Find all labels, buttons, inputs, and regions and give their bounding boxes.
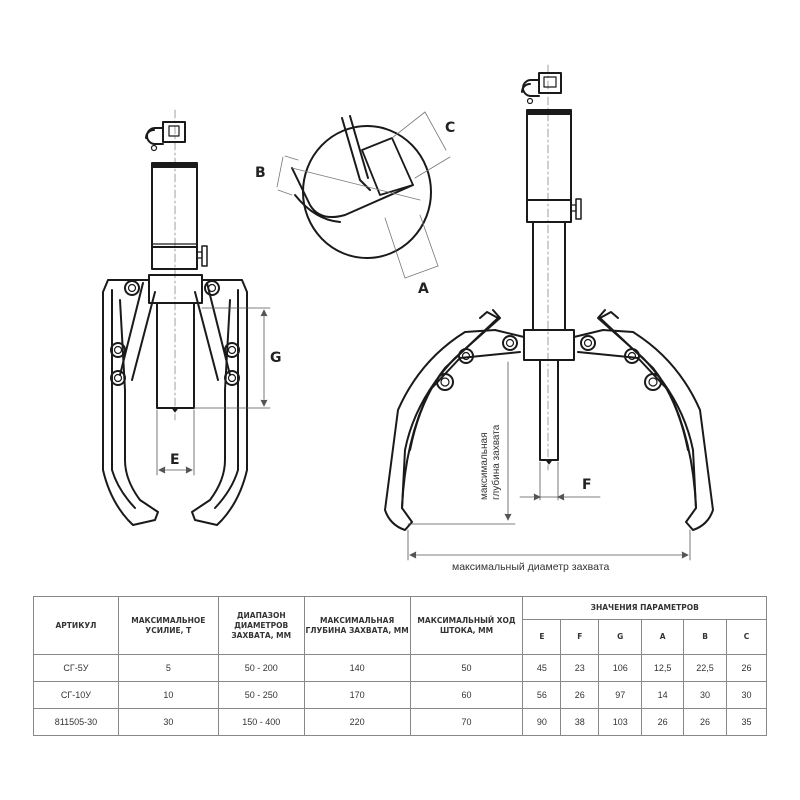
header-param-b: B: [683, 619, 728, 655]
cell-param-a: 14: [641, 681, 685, 709]
cell-param-f: 23: [560, 654, 600, 682]
cell-param-f: 38: [560, 708, 600, 736]
cell-param-e: 90: [522, 708, 562, 736]
header-param-f: F: [560, 619, 600, 655]
cell-param-e: 45: [522, 654, 562, 682]
cell-max-force: 30: [117, 708, 219, 736]
cell-param-b: 26: [683, 708, 728, 736]
cell-param-f: 26: [560, 681, 600, 709]
right-dimensions: [407, 361, 691, 561]
cell-max-depth: 140: [303, 654, 411, 682]
cell-param-g: 106: [598, 654, 643, 682]
cell-param-c: 26: [726, 654, 767, 682]
header-max-depth: МАКСИМАЛЬНАЯ ГЛУБИНА ЗАХВАТА, ММ: [303, 596, 411, 655]
cell-article: 811505-30: [33, 708, 119, 736]
cell-diameter-range: 50 - 250: [217, 681, 305, 709]
dim-label-b: B: [255, 165, 266, 181]
cell-max-stroke: 60: [409, 681, 524, 709]
dim-label-a: A: [418, 281, 429, 297]
header-max-stroke: МАКСИМАЛЬНЫЙ ХОД ШТОКА, ММ: [409, 596, 524, 655]
header-param-c: C: [726, 619, 767, 655]
left-dimensions: [156, 307, 271, 476]
table-row: СГ-10У 10 50 - 250 170 60 56 26 97 14 30…: [33, 681, 767, 709]
cell-article: СГ-5У: [33, 654, 119, 682]
cell-param-b: 22,5: [683, 654, 728, 682]
dim-label-g: G: [270, 350, 282, 366]
header-article: АРТИКУЛ: [33, 596, 119, 655]
cell-max-stroke: 50: [409, 654, 524, 682]
max-depth-label-line1: максимальная: [479, 432, 490, 501]
cell-max-stroke: 70: [409, 708, 524, 736]
technical-drawing: G E B C A F максимальная глубина захвата…: [102, 64, 714, 573]
dim-label-c: C: [445, 120, 456, 136]
cell-diameter-range: 150 - 400: [217, 708, 305, 736]
cell-article: СГ-10У: [33, 681, 119, 709]
header-max-force: МАКСИМАЛЬНОЕ УСИЛИЕ, Т: [117, 596, 219, 655]
cell-max-force: 10: [117, 681, 219, 709]
cell-param-b: 30: [683, 681, 728, 709]
cell-max-depth: 170: [303, 681, 411, 709]
cell-diameter-range: 50 - 200: [217, 654, 305, 682]
max-diameter-label: максимальный диаметр захвата: [452, 561, 610, 573]
left-puller-view: [102, 109, 248, 526]
detail-dimensions: [276, 111, 451, 279]
header-param-g: G: [598, 619, 643, 655]
table-row: СГ-5У 5 50 - 200 140 50 45 23 106 12,5 2…: [33, 654, 767, 682]
cell-param-g: 103: [598, 708, 643, 736]
cell-param-c: 30: [726, 681, 767, 709]
cell-param-c: 35: [726, 708, 767, 736]
cell-param-g: 97: [598, 681, 643, 709]
dim-label-e: E: [170, 452, 180, 468]
header-param-a: A: [641, 619, 685, 655]
max-depth-label: максимальная глубина захвата: [479, 425, 503, 500]
dim-label-f: F: [582, 477, 592, 493]
cell-param-a: 26: [641, 708, 685, 736]
cell-param-e: 56: [522, 681, 562, 709]
header-param-e: E: [522, 619, 562, 655]
right-puller-view: [384, 64, 714, 531]
cell-max-depth: 220: [303, 708, 411, 736]
cell-max-force: 5: [117, 654, 219, 682]
spec-table: АРТИКУЛ МАКСИМАЛЬНОЕ УСИЛИЕ, Т ДИАПАЗОН …: [33, 596, 767, 736]
cell-param-a: 12,5: [641, 654, 685, 682]
max-depth-label-line2: глубина захвата: [491, 424, 502, 500]
table-row: 811505-30 30 150 - 400 220 70 90 38 103 …: [33, 708, 767, 736]
header-diameter-range: ДИАПАЗОН ДИАМЕТРОВ ЗАХВАТА, ММ: [217, 596, 305, 655]
header-params-group: ЗНАЧЕНИЯ ПАРАМЕТРОВ: [522, 596, 767, 620]
jaw-detail-view: [291, 115, 432, 259]
